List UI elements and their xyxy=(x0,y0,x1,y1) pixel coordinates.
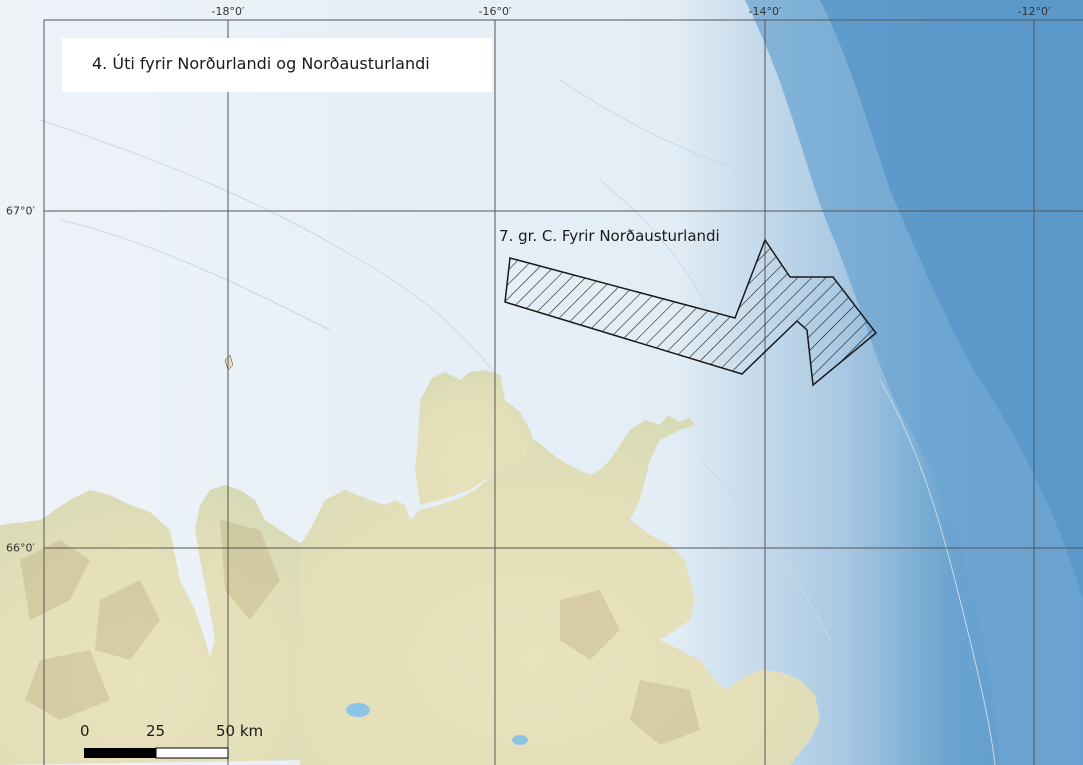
graticule xyxy=(43,19,1083,765)
longitude-label: -18°0′ xyxy=(211,5,245,18)
scale-bar-label: 0 xyxy=(80,722,90,740)
map-title: 4. Úti fyrir Norðurlandi og Norðausturla… xyxy=(92,54,430,73)
latitude-label: 67°0′ xyxy=(6,204,35,218)
longitude-label: -14°0′ xyxy=(748,5,782,18)
longitude-label: -16°0′ xyxy=(478,5,512,18)
deep-water-core xyxy=(820,0,1083,600)
land-main xyxy=(300,415,820,765)
latitude-label: 66°0′ xyxy=(6,541,35,555)
scale-bar-label: 25 xyxy=(146,722,166,740)
scale-bar-label: 50 km xyxy=(216,722,264,740)
regulation-area[interactable] xyxy=(504,238,878,387)
land-west xyxy=(0,485,310,765)
longitude-label: -12°0′ xyxy=(1017,5,1051,18)
scale-bar xyxy=(84,747,229,759)
depth-contours xyxy=(39,79,996,765)
terrain-shading xyxy=(20,520,700,745)
map-title-box: 4. Úti fyrir Norðurlandi og Norðausturla… xyxy=(62,38,492,92)
regulation-area-label: 7. gr. C. Fyrir Norðausturlandi xyxy=(499,227,720,245)
lakes xyxy=(346,703,528,745)
land-peninsula xyxy=(415,370,535,505)
